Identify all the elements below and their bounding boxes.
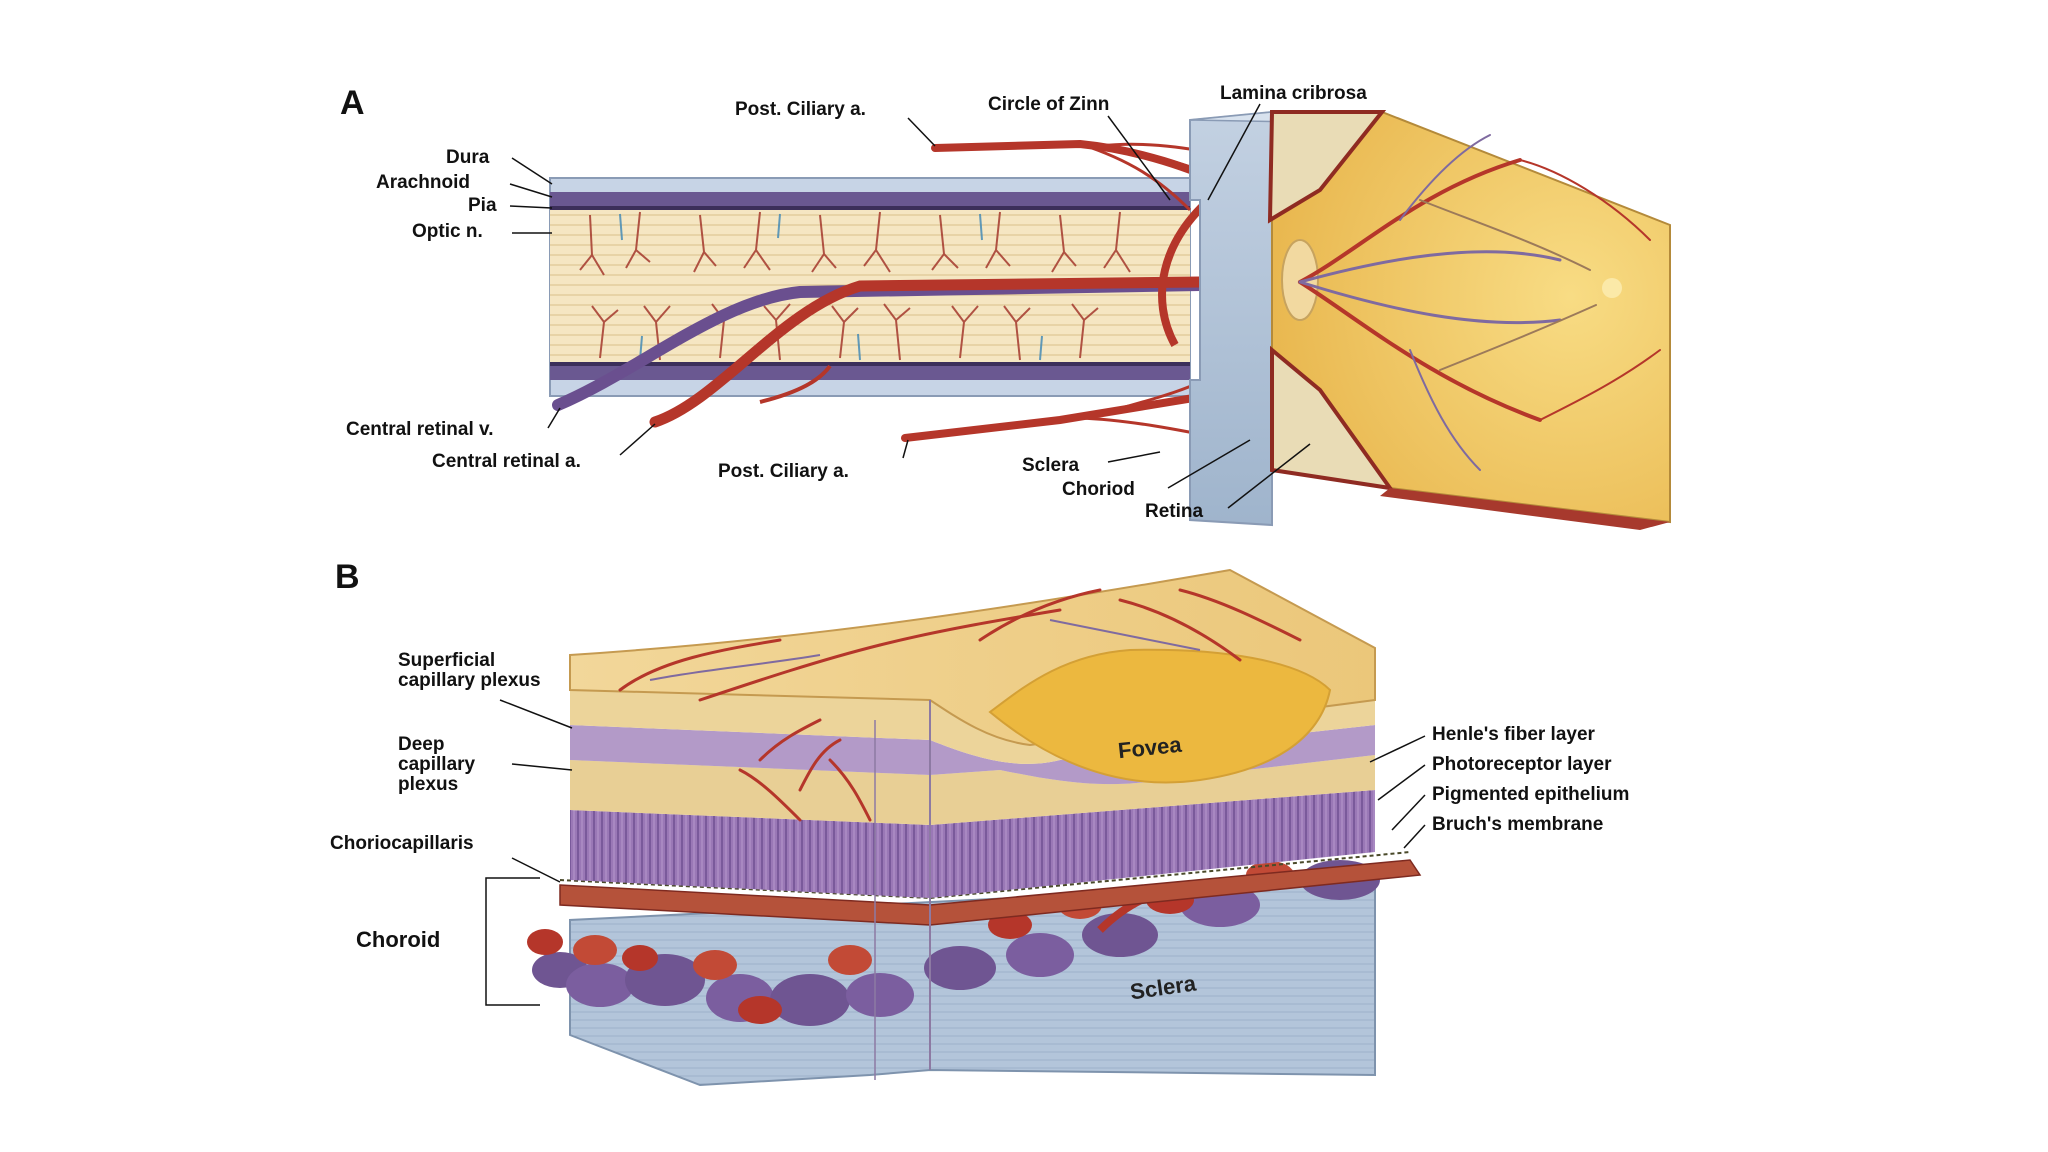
photoreceptor-layer-front	[570, 790, 1375, 898]
label-optic-nerve: Optic n.	[412, 221, 483, 242]
central-retinal-artery	[649, 276, 1206, 428]
label-post-ciliary-bottom: Post. Ciliary a.	[718, 461, 849, 482]
label-lamina-cribrosa: Lamina cribrosa	[1220, 83, 1367, 104]
henles-fiber-layer-front	[570, 755, 1375, 825]
nerve-capillaries	[579, 211, 1131, 361]
label-choriocapillaris: Choriocapillaris	[330, 833, 474, 854]
choroid-edge-top	[1267, 110, 1387, 224]
label-superficial-capillary-plexus: Superficial capillary plexus	[398, 650, 541, 691]
panel-b-illustration	[527, 568, 1422, 1087]
superficial-vessels	[618, 588, 1302, 822]
label-circle-of-zinn: Circle of Zinn	[988, 94, 1110, 115]
label-sclera-a: Sclera	[1022, 455, 1080, 476]
label-photoreceptor-layer: Photoreceptor layer	[1432, 754, 1612, 775]
arachnoid-layer	[550, 192, 1190, 206]
label-choriod: Choriod	[1062, 479, 1135, 500]
label-henles-fiber-layer: Henle's fiber layer	[1432, 724, 1595, 745]
label-central-retinal-vein: Central retinal v.	[346, 419, 494, 440]
panel-b-leader-lines	[485, 699, 1426, 1006]
label-central-retinal-artery: Central retinal a.	[432, 451, 581, 472]
panel-a-leader-lines	[509, 103, 1311, 509]
label-pia: Pia	[468, 195, 497, 216]
label-post-ciliary-top: Post. Ciliary a.	[735, 99, 866, 120]
label-dura: Dura	[446, 147, 490, 168]
label-arachnoid: Arachnoid	[376, 172, 470, 193]
sclera-wall	[1189, 110, 1273, 527]
panel-a-letter: A	[340, 84, 365, 122]
panel-a-illustration	[549, 110, 1671, 530]
panel-b-letter: B	[335, 558, 360, 596]
macula-spot	[1602, 278, 1622, 298]
central-retinal-vein	[552, 279, 1206, 411]
label-deep-capillary-plexus: Deep capillary plexus	[398, 734, 476, 795]
retinal-vessels	[1298, 134, 1661, 471]
fovea-pit	[988, 648, 1332, 784]
label-bruchs-membrane: Bruch's membrane	[1432, 814, 1604, 835]
label-retina: Retina	[1145, 501, 1204, 522]
circle-of-zinn-vessel	[1158, 191, 1218, 347]
label-pigmented-epithelium: Pigmented epithelium	[1432, 784, 1630, 805]
label-choroid: Choroid	[356, 927, 441, 952]
